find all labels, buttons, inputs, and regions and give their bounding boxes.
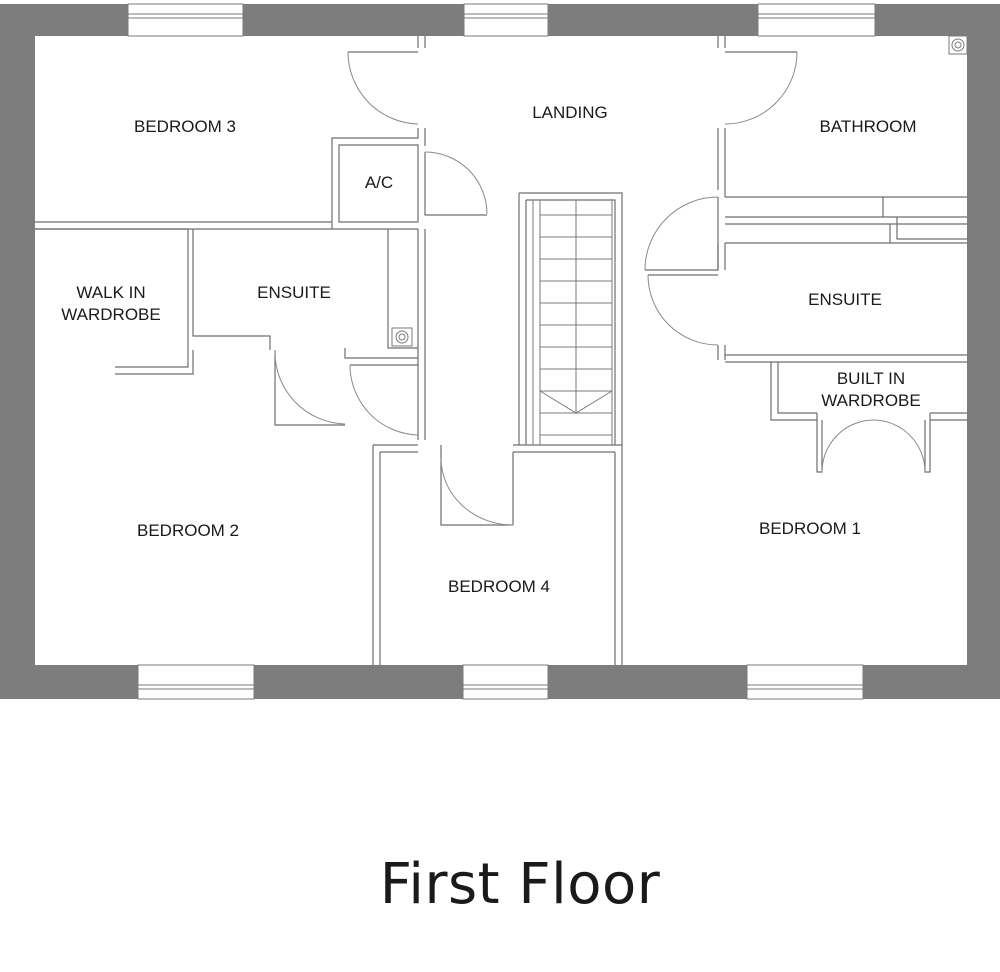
window-bottom-right	[746, 664, 864, 700]
label-bedroom-4: BEDROOM 4	[448, 577, 550, 596]
windows	[127, 3, 876, 700]
door-ensuite-right-landing	[644, 196, 719, 271]
door-bathroom	[724, 51, 798, 125]
window-bottom-center	[462, 664, 549, 700]
label-landing: LANDING	[532, 103, 608, 122]
label-walk-in-wardrobe-line1: WALK IN	[76, 283, 145, 302]
soil-stack-right-icon	[948, 35, 968, 55]
label-bedroom-3: BEDROOM 3	[134, 117, 236, 136]
fixtures	[391, 35, 968, 347]
label-bedroom-2: BEDROOM 2	[137, 521, 239, 540]
window-bottom-left	[137, 664, 255, 700]
window-top-center	[463, 3, 549, 37]
label-bedroom-1: BEDROOM 1	[759, 519, 861, 538]
room-labels: BEDROOM 3 LANDING BATHROOM A/C WALK IN W…	[61, 103, 921, 596]
window-top-left	[127, 3, 244, 37]
door-ac	[424, 151, 488, 216]
label-built-in-wardrobe-line1: BUILT IN	[837, 369, 905, 388]
door-bedroom-3	[347, 51, 419, 125]
label-walk-in-wardrobe-line2: WARDROBE	[61, 305, 161, 324]
door-ensuite-right	[647, 274, 719, 346]
door-wardrobe-right	[873, 419, 926, 473]
label-built-in-wardrobe-line2: WARDROBE	[821, 391, 921, 410]
label-ensuite-right: ENSUITE	[808, 290, 882, 309]
label-ensuite-left: ENSUITE	[257, 283, 331, 302]
window-top-right	[757, 3, 876, 37]
floor-title: First Floor	[379, 852, 661, 917]
door-ensuite-left	[274, 349, 346, 426]
door-bedroom-4	[440, 457, 514, 526]
doors	[274, 51, 926, 526]
label-bathroom: BATHROOM	[820, 117, 917, 136]
internal-walls	[35, 36, 967, 665]
label-ac: A/C	[365, 173, 393, 192]
soil-stack-left-icon	[391, 327, 413, 347]
door-bedroom-2	[349, 364, 419, 436]
staircase	[532, 200, 613, 445]
door-wardrobe-left	[821, 419, 875, 473]
